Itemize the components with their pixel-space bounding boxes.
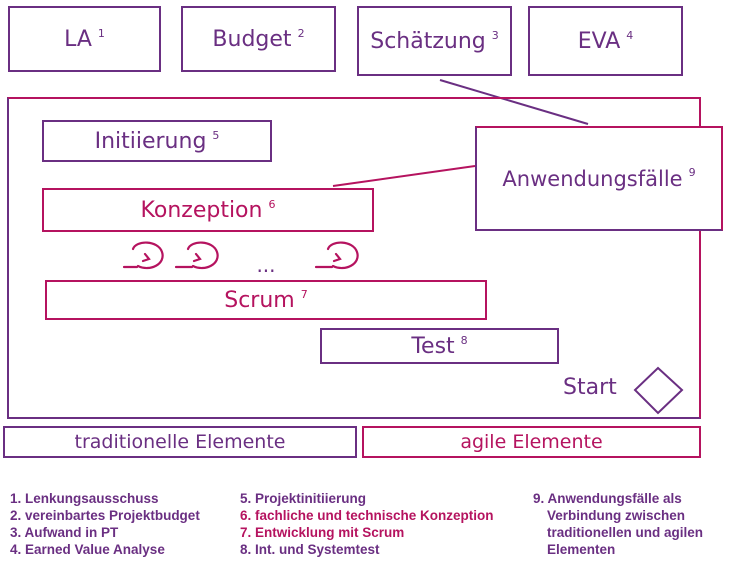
process-frame [7, 97, 701, 419]
budget-number: 2 [297, 26, 305, 40]
legend-agile: agile Elemente [362, 426, 701, 458]
legend-agile-label: agile Elemente [460, 431, 603, 453]
la-box: LA 1 [8, 6, 161, 72]
schaetzung-label: Schätzung [370, 28, 486, 54]
anwendungsfaelle-label: Anwendungsfälle [502, 166, 683, 191]
footnote-2: 2. vereinbartes Projektbudget [10, 508, 200, 523]
test-label: Test [411, 333, 455, 359]
footnotes-col-1: 1. Lenkungsausschuss 2. vereinbartes Pro… [10, 490, 235, 558]
footnotes-col-3: 9. Anwendungsfälle als Verbindung zwisch… [533, 490, 728, 558]
schaetzung-number: 3 [491, 28, 499, 42]
sprint-ellipsis: ... [256, 253, 275, 277]
footnote-4: 4. Earned Value Analyse [10, 542, 165, 557]
footnote-8: 8. Int. und Systemtest [240, 542, 380, 557]
footnote-1: 1. Lenkungsausschuss [10, 491, 159, 506]
schaetzung-box: Schätzung 3 [357, 6, 512, 76]
sprint-loop-icon [122, 241, 164, 270]
start-diamond-icon [633, 366, 684, 415]
legend-traditional-label: traditionelle Elemente [74, 431, 286, 453]
test-number: 8 [460, 333, 468, 347]
scrum-number: 7 [300, 287, 308, 301]
connector-schaetzung-anwendungsfaelle [439, 79, 589, 125]
footnote-7: 7. Entwicklung mit Scrum [240, 525, 405, 540]
anwendungsfaelle-box: Anwendungsfälle 9 [475, 126, 723, 231]
budget-label: Budget [212, 26, 292, 52]
legend-traditional: traditionelle Elemente [3, 426, 357, 458]
scrum-box: Scrum 7 [45, 280, 487, 320]
la-label: LA [64, 26, 92, 52]
budget-box: Budget 2 [181, 6, 336, 72]
start-label: Start [563, 375, 617, 400]
eva-box: EVA 4 [528, 6, 683, 76]
footnote-5: 5. Projektinitiierung [240, 491, 367, 506]
scrum-label: Scrum [224, 287, 295, 313]
test-box: Test 8 [320, 328, 559, 364]
footnote-9: 9. Anwendungsfälle als Verbindung zwisch… [533, 491, 704, 557]
sprint-loop-icon [314, 241, 359, 270]
initiierung-label: Initiierung [94, 128, 207, 154]
initiierung-number: 5 [212, 128, 220, 142]
la-number: 1 [97, 26, 105, 40]
konzeption-label: Konzeption [140, 197, 263, 223]
konzeption-box: Konzeption 6 [42, 188, 374, 232]
footnotes-col-2: 5. Projektinitiierung 6. fachliche und t… [240, 490, 525, 558]
footnote-6: 6. fachliche und technische Konzeption [240, 508, 494, 523]
connector-konzeption-anwendungsfaelle [332, 165, 476, 187]
eva-label: EVA [577, 28, 621, 54]
eva-number: 4 [626, 28, 634, 42]
konzeption-number: 6 [268, 197, 276, 211]
sprint-loop-icon [174, 241, 219, 270]
anwendungsfaelle-number: 9 [688, 166, 696, 179]
initiierung-box: Initiierung 5 [42, 120, 272, 162]
footnote-3: 3. Aufwand in PT [10, 525, 119, 540]
